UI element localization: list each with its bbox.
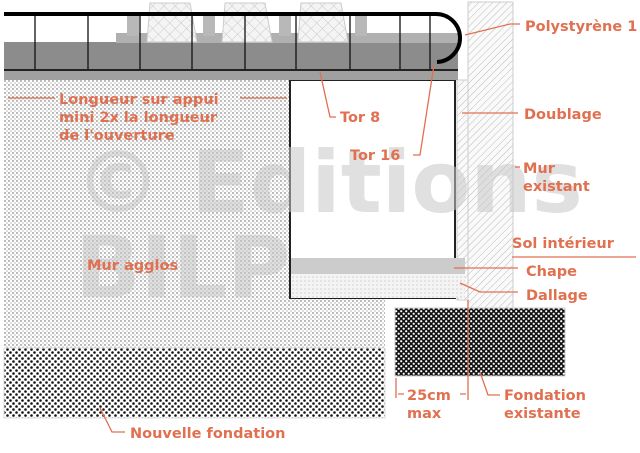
label-mur-existant-2: existant — [523, 179, 590, 195]
tor16-bar — [4, 11, 462, 64]
label-cote-2: max — [407, 406, 442, 422]
label-longueur-1: Longueur sur appui — [59, 92, 219, 108]
label-tor8: Tor 8 — [340, 110, 380, 126]
label-tor16: Tor 16 — [350, 148, 400, 164]
label-mur-agglos: Mur agglos — [87, 258, 178, 274]
label-fondation-existante-1: Fondation — [504, 388, 586, 404]
dallage-layer — [291, 274, 465, 298]
label-polystyrene: Polystyrène 1 — [525, 19, 637, 35]
label-nouvelle-fondation: Nouvelle fondation — [130, 426, 285, 442]
existing-wall — [467, 1, 514, 311]
doublage-layer — [456, 79, 469, 301]
label-longueur-3: de l'ouverture — [59, 128, 175, 144]
new-foundation — [3, 347, 386, 419]
chape-layer — [291, 258, 465, 274]
slab-lower-strip — [4, 70, 458, 80]
label-cote-1: 25cm — [407, 388, 451, 404]
leader-lines — [8, 23, 636, 433]
slab — [4, 42, 458, 70]
polystyrene-blocks — [116, 2, 458, 43]
label-sol-interieur: Sol intérieur — [512, 236, 615, 252]
label-dallage: Dallage — [526, 288, 588, 304]
watermark-line1: © Editions — [75, 133, 583, 233]
label-mur-existant-1: Mur — [523, 161, 556, 177]
label-chape: Chape — [526, 264, 577, 280]
watermark-line2: BILP — [75, 218, 290, 318]
label-fondation-existante-2: existante — [504, 406, 581, 422]
label-longueur-2: mini 2x la longueur — [59, 110, 218, 126]
existing-foundation — [394, 307, 566, 377]
label-doublage: Doublage — [524, 107, 602, 123]
stirrups — [34, 14, 431, 70]
